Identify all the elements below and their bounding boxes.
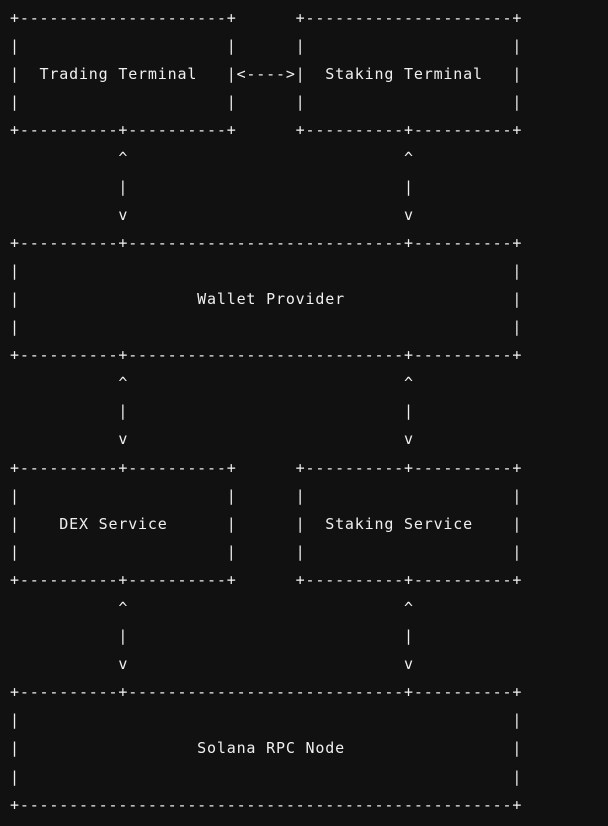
- ascii-architecture-diagram: +---------------------+ +---------------…: [10, 4, 522, 819]
- diagram-line: +----------+----------+ +----------+----…: [10, 570, 523, 589]
- diagram-line: | |: [10, 318, 523, 337]
- diagram-line: +----------+----------+ +----------+----…: [10, 458, 523, 477]
- diagram-line: | Solana RPC Node |: [10, 739, 523, 758]
- diagram-line: +----------+----------+ +----------+----…: [10, 121, 523, 140]
- diagram-line: ^ ^: [10, 598, 414, 617]
- diagram-line: v v: [10, 430, 414, 449]
- diagram-line: v v: [10, 205, 414, 224]
- diagram-line: | | | |: [10, 542, 523, 561]
- diagram-line: | | | |: [10, 37, 523, 56]
- diagram-line: +---------------------------------------…: [10, 795, 523, 814]
- diagram-line: | Trading Terminal |<---->| Staking Term…: [10, 65, 523, 84]
- diagram-line: | | | |: [10, 486, 523, 505]
- diagram-line: | Wallet Provider |: [10, 289, 523, 308]
- diagram-line: | |: [10, 177, 414, 196]
- diagram-line: | |: [10, 627, 414, 646]
- diagram-line: | |: [10, 767, 523, 786]
- diagram-line: | |: [10, 261, 523, 280]
- diagram-line: | |: [10, 402, 414, 421]
- diagram-line: | DEX Service | | Staking Service |: [10, 514, 523, 533]
- diagram-line: +----------+----------------------------…: [10, 233, 523, 252]
- diagram-line: +----------+----------------------------…: [10, 346, 523, 365]
- diagram-line: ^ ^: [10, 374, 414, 393]
- diagram-line: +---------------------+ +---------------…: [10, 9, 523, 27]
- diagram-line: +----------+----------------------------…: [10, 683, 523, 702]
- diagram-line: ^ ^: [10, 149, 414, 168]
- diagram-line: | | | |: [10, 93, 523, 112]
- diagram-line: | |: [10, 711, 523, 730]
- diagram-line: v v: [10, 655, 414, 674]
